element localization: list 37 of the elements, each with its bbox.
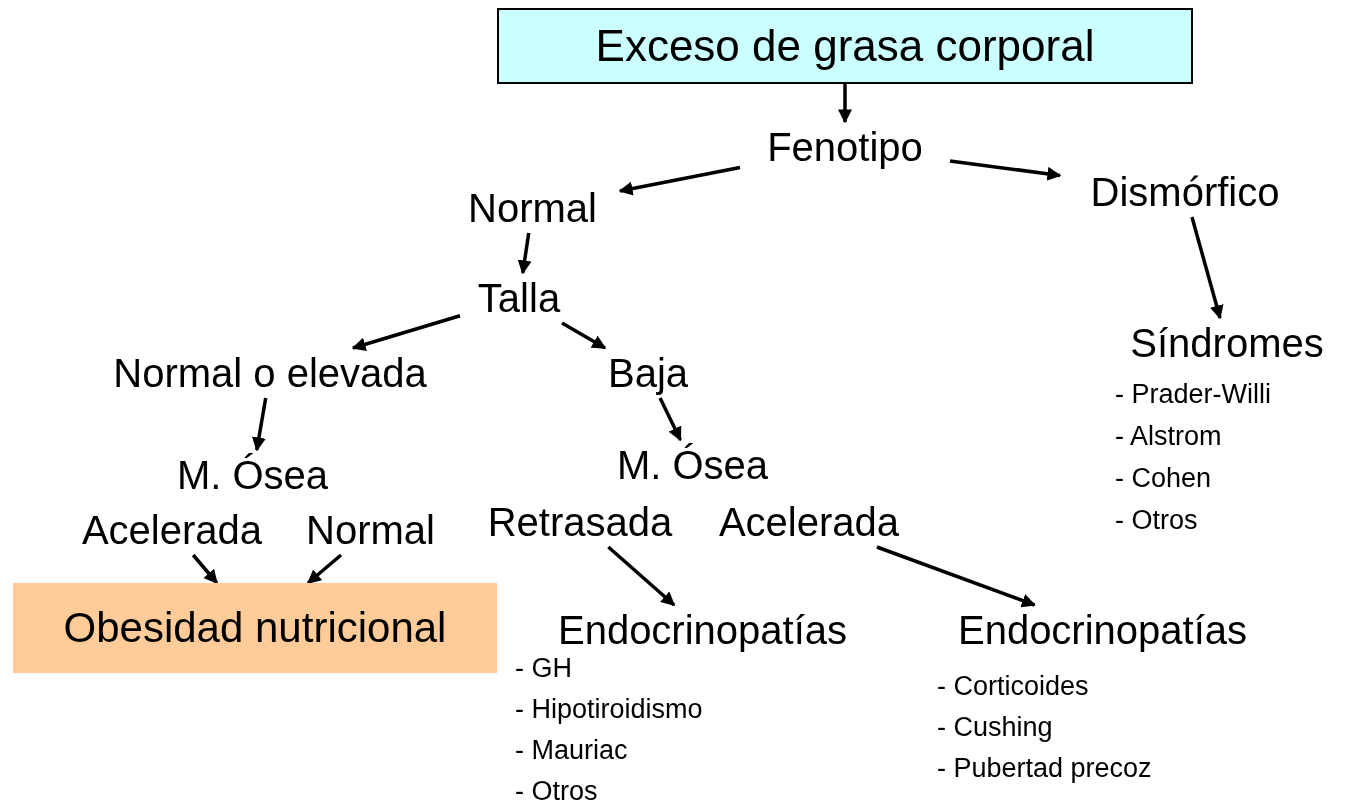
root-box: Exceso de grasa corporal [497, 8, 1193, 84]
arrow [658, 397, 682, 442]
list-item: - Mauriac [515, 737, 628, 764]
node-label: Normal o elevada [72, 348, 468, 398]
arrow [306, 553, 343, 585]
node-label: M. Ósea [150, 450, 355, 500]
node-label: Síndromes [1105, 318, 1349, 368]
node-label: Endocrinopatías [920, 605, 1285, 655]
node-label: Fenotipo [740, 122, 950, 172]
arrow [351, 314, 461, 352]
arrow [949, 159, 1062, 181]
list-item: - GH [515, 655, 572, 682]
list-item: - Alstrom [1115, 423, 1222, 450]
list-item: - Otros [1115, 507, 1198, 534]
list-item: - Hipotiroidismo [515, 696, 703, 723]
arrow [191, 553, 219, 585]
list-item: - Cohen [1115, 465, 1212, 492]
list-item: - Prader-Willi [1115, 381, 1271, 408]
arrow [876, 545, 1036, 608]
arrow [561, 321, 607, 350]
arrow [838, 84, 852, 124]
arrow [1190, 216, 1224, 320]
arrow [252, 397, 268, 452]
list-item: - Otros [515, 778, 598, 805]
arrow [618, 165, 741, 196]
list-item: - Cushing [937, 714, 1053, 741]
list-item: - Pubertad precoz [937, 755, 1152, 782]
list-item: - Corticoides [937, 673, 1089, 700]
node-label: Normal [445, 183, 620, 233]
arrow [607, 545, 676, 607]
node-label: M. Ósea [590, 440, 795, 490]
node-label: Endocrinopatías [520, 605, 885, 655]
node-label: Dismórfico [1060, 167, 1310, 217]
node-label: Baja [592, 348, 704, 398]
arrow [517, 232, 532, 275]
outcome-box: Obesidad nutricional [13, 583, 497, 673]
node-label: Talla [460, 273, 578, 323]
